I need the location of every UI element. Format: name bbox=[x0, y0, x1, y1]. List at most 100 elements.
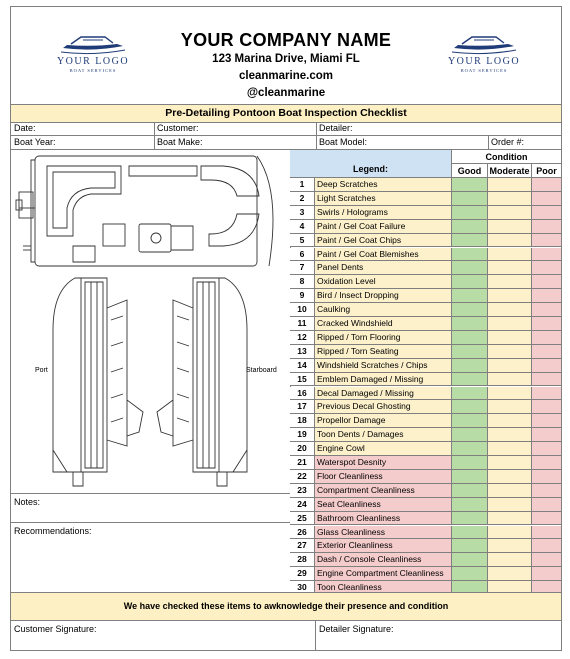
good-checkbox[interactable] bbox=[452, 233, 488, 248]
poor-checkbox[interactable] bbox=[532, 386, 561, 401]
boat-model-field[interactable]: Boat Model: bbox=[319, 137, 368, 147]
poor-checkbox[interactable] bbox=[532, 442, 561, 456]
moderate-checkbox[interactable] bbox=[488, 344, 532, 359]
moderate-checkbox[interactable] bbox=[488, 191, 532, 206]
good-checkbox[interactable] bbox=[452, 386, 488, 401]
moderate-checkbox[interactable] bbox=[488, 567, 532, 582]
poor-checkbox[interactable] bbox=[532, 428, 561, 443]
poor-checkbox[interactable] bbox=[532, 358, 561, 373]
poor-checkbox[interactable] bbox=[532, 483, 561, 498]
recommendations-field[interactable]: Recommendations: bbox=[11, 522, 290, 592]
poor-checkbox[interactable] bbox=[532, 303, 561, 317]
poor-checkbox[interactable] bbox=[532, 317, 561, 331]
boat-make-field[interactable]: Boat Make: bbox=[157, 137, 203, 147]
good-checkbox[interactable] bbox=[452, 428, 488, 443]
good-checkbox[interactable] bbox=[452, 414, 488, 429]
poor-checkbox[interactable] bbox=[532, 511, 561, 526]
good-checkbox[interactable] bbox=[452, 497, 488, 512]
good-checkbox[interactable] bbox=[452, 483, 488, 498]
poor-checkbox[interactable] bbox=[532, 275, 561, 290]
good-checkbox[interactable] bbox=[452, 400, 488, 415]
moderate-checkbox[interactable] bbox=[488, 428, 532, 443]
poor-checkbox[interactable] bbox=[532, 219, 561, 234]
detailer-signature-field[interactable]: Detailer Signature: bbox=[319, 624, 394, 634]
poor-checkbox[interactable] bbox=[532, 344, 561, 359]
poor-checkbox[interactable] bbox=[532, 497, 561, 512]
poor-checkbox[interactable] bbox=[532, 330, 561, 345]
good-checkbox[interactable] bbox=[452, 539, 488, 554]
moderate-checkbox[interactable] bbox=[488, 483, 532, 498]
detailer-field[interactable]: Detailer: bbox=[319, 123, 353, 133]
good-checkbox[interactable] bbox=[452, 317, 488, 331]
good-checkbox[interactable] bbox=[452, 442, 488, 456]
order-number-field[interactable]: Order #: bbox=[491, 137, 525, 147]
moderate-checkbox[interactable] bbox=[488, 233, 532, 248]
moderate-checkbox[interactable] bbox=[488, 442, 532, 456]
poor-checkbox[interactable] bbox=[532, 261, 561, 276]
poor-checkbox[interactable] bbox=[532, 553, 561, 568]
moderate-checkbox[interactable] bbox=[488, 400, 532, 415]
moderate-checkbox[interactable] bbox=[488, 275, 532, 290]
good-checkbox[interactable] bbox=[452, 469, 488, 484]
customer-signature-field[interactable]: Customer Signature: bbox=[14, 624, 97, 634]
poor-checkbox[interactable] bbox=[532, 289, 561, 304]
good-checkbox[interactable] bbox=[452, 247, 488, 262]
moderate-checkbox[interactable] bbox=[488, 539, 532, 554]
poor-checkbox[interactable] bbox=[532, 247, 561, 262]
moderate-checkbox[interactable] bbox=[488, 414, 532, 429]
poor-checkbox[interactable] bbox=[532, 400, 561, 415]
moderate-checkbox[interactable] bbox=[488, 317, 532, 331]
poor-checkbox[interactable] bbox=[532, 191, 561, 206]
moderate-checkbox[interactable] bbox=[488, 247, 532, 262]
customer-field[interactable]: Customer: bbox=[157, 123, 199, 133]
moderate-checkbox[interactable] bbox=[488, 525, 532, 540]
good-checkbox[interactable] bbox=[452, 567, 488, 582]
good-checkbox[interactable] bbox=[452, 303, 488, 317]
moderate-checkbox[interactable] bbox=[488, 358, 532, 373]
moderate-checkbox[interactable] bbox=[488, 386, 532, 401]
moderate-checkbox[interactable] bbox=[488, 456, 532, 470]
moderate-checkbox[interactable] bbox=[488, 303, 532, 317]
good-checkbox[interactable] bbox=[452, 191, 488, 206]
boat-year-field[interactable]: Boat Year: bbox=[14, 137, 56, 147]
poor-checkbox[interactable] bbox=[532, 233, 561, 248]
moderate-checkbox[interactable] bbox=[488, 469, 532, 484]
moderate-checkbox[interactable] bbox=[488, 497, 532, 512]
good-checkbox[interactable] bbox=[452, 205, 488, 220]
poor-checkbox[interactable] bbox=[532, 414, 561, 429]
moderate-checkbox[interactable] bbox=[488, 261, 532, 276]
poor-checkbox[interactable] bbox=[532, 178, 561, 192]
good-checkbox[interactable] bbox=[452, 553, 488, 568]
poor-checkbox[interactable] bbox=[532, 539, 561, 554]
poor-checkbox[interactable] bbox=[532, 205, 561, 220]
moderate-checkbox[interactable] bbox=[488, 289, 532, 304]
date-field[interactable]: Date: bbox=[14, 123, 36, 133]
poor-checkbox[interactable] bbox=[532, 525, 561, 540]
good-checkbox[interactable] bbox=[452, 289, 488, 304]
good-checkbox[interactable] bbox=[452, 456, 488, 470]
moderate-checkbox[interactable] bbox=[488, 219, 532, 234]
signature-row: Customer Signature: Detailer Signature: bbox=[11, 621, 561, 650]
good-checkbox[interactable] bbox=[452, 525, 488, 540]
good-checkbox[interactable] bbox=[452, 219, 488, 234]
moderate-checkbox[interactable] bbox=[488, 372, 532, 387]
good-checkbox[interactable] bbox=[452, 330, 488, 345]
moderate-checkbox[interactable] bbox=[488, 553, 532, 568]
good-checkbox[interactable] bbox=[452, 358, 488, 373]
good-checkbox[interactable] bbox=[452, 275, 488, 290]
moderate-checkbox[interactable] bbox=[488, 178, 532, 192]
moderate-checkbox[interactable] bbox=[488, 205, 532, 220]
poor-checkbox[interactable] bbox=[532, 567, 561, 582]
moderate-checkbox[interactable] bbox=[488, 511, 532, 526]
moderate-checkbox[interactable] bbox=[488, 330, 532, 345]
good-checkbox[interactable] bbox=[452, 344, 488, 359]
poor-checkbox[interactable] bbox=[532, 372, 561, 387]
poor-checkbox[interactable] bbox=[532, 456, 561, 470]
good-checkbox[interactable] bbox=[452, 372, 488, 387]
good-checkbox[interactable] bbox=[452, 511, 488, 526]
poor-checkbox[interactable] bbox=[532, 469, 561, 484]
condition-header: Condition bbox=[452, 150, 561, 164]
notes-field[interactable]: Notes: bbox=[11, 493, 290, 522]
good-checkbox[interactable] bbox=[452, 261, 488, 276]
good-checkbox[interactable] bbox=[452, 178, 488, 192]
